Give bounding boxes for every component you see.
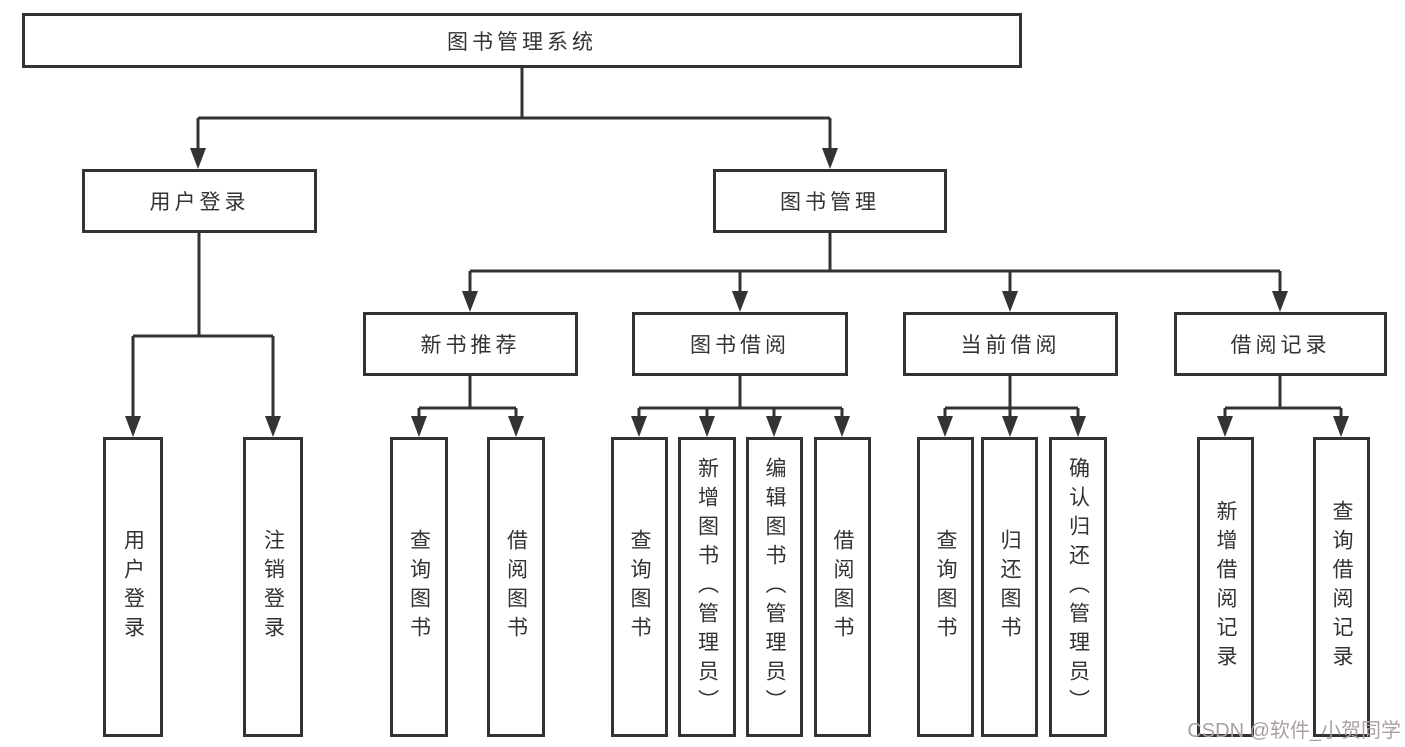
node-borrowing-records-label: 借阅记录 bbox=[1230, 334, 1331, 357]
leaf-borrowing-add-books-admin: 新增图书（管理员） bbox=[678, 437, 736, 737]
node-new-book-recommend-label: 新书推荐 bbox=[420, 334, 521, 357]
leaf-recommend-borrow-books-label: 借阅图书 bbox=[504, 529, 528, 645]
leaf-borrowing-borrow-books: 借阅图书 bbox=[814, 437, 871, 737]
leaf-current-return-books: 归还图书 bbox=[981, 437, 1038, 737]
leaf-records-query-borrow-record: 查询借阅记录 bbox=[1313, 437, 1370, 737]
node-book-borrowing: 图书借阅 bbox=[632, 312, 848, 376]
leaf-borrowing-edit-books-admin-label: 编辑图书（管理员） bbox=[763, 456, 786, 718]
leaf-logout: 注销登录 bbox=[243, 437, 303, 737]
leaf-records-add-borrow-record-label: 新增借阅记录 bbox=[1214, 500, 1237, 674]
leaf-recommend-borrow-books: 借阅图书 bbox=[487, 437, 545, 737]
node-borrowing-records: 借阅记录 bbox=[1174, 312, 1387, 376]
node-root-label: 图书管理系统 bbox=[447, 30, 597, 54]
leaf-borrowing-edit-books-admin: 编辑图书（管理员） bbox=[746, 437, 803, 737]
node-book-management: 图书管理 bbox=[713, 169, 947, 233]
leaf-recommend-query-books-label: 查询图书 bbox=[407, 529, 431, 645]
leaf-current-confirm-return-admin: 确认归还（管理员） bbox=[1049, 437, 1107, 737]
node-new-book-recommend: 新书推荐 bbox=[363, 312, 578, 376]
leaf-current-query-books: 查询图书 bbox=[917, 437, 974, 737]
node-current-borrowing: 当前借阅 bbox=[903, 312, 1118, 376]
leaf-borrowing-query-books: 查询图书 bbox=[611, 437, 668, 737]
node-user-login-label: 用户登录 bbox=[149, 191, 250, 214]
node-current-borrowing-label: 当前借阅 bbox=[960, 334, 1061, 357]
node-root: 图书管理系统 bbox=[22, 13, 1022, 68]
leaf-records-query-borrow-record-label: 查询借阅记录 bbox=[1330, 500, 1353, 674]
csdn-watermark: CSDN @软件_小贺同学 bbox=[1187, 720, 1401, 742]
leaf-borrowing-query-books-label: 查询图书 bbox=[628, 529, 651, 645]
leaf-current-confirm-return-admin-label: 确认归还（管理员） bbox=[1066, 456, 1090, 718]
leaf-current-return-books-label: 归还图书 bbox=[998, 529, 1021, 645]
leaf-user-login-label: 用户登录 bbox=[121, 529, 145, 645]
leaf-user-login: 用户登录 bbox=[103, 437, 163, 737]
node-book-borrowing-label: 图书借阅 bbox=[690, 334, 790, 357]
node-book-management-label: 图书管理 bbox=[780, 191, 880, 214]
leaf-current-query-books-label: 查询图书 bbox=[934, 529, 957, 645]
connector-paths bbox=[131, 68, 1343, 419]
node-user-login: 用户登录 bbox=[82, 169, 317, 233]
arrowheads bbox=[125, 148, 1349, 437]
leaf-recommend-query-books: 查询图书 bbox=[390, 437, 448, 737]
leaf-borrowing-borrow-books-label: 借阅图书 bbox=[831, 529, 854, 645]
leaf-borrowing-add-books-admin-label: 新增图书（管理员） bbox=[695, 456, 719, 718]
leaf-logout-label: 注销登录 bbox=[261, 529, 285, 645]
leaf-records-add-borrow-record: 新增借阅记录 bbox=[1197, 437, 1254, 737]
